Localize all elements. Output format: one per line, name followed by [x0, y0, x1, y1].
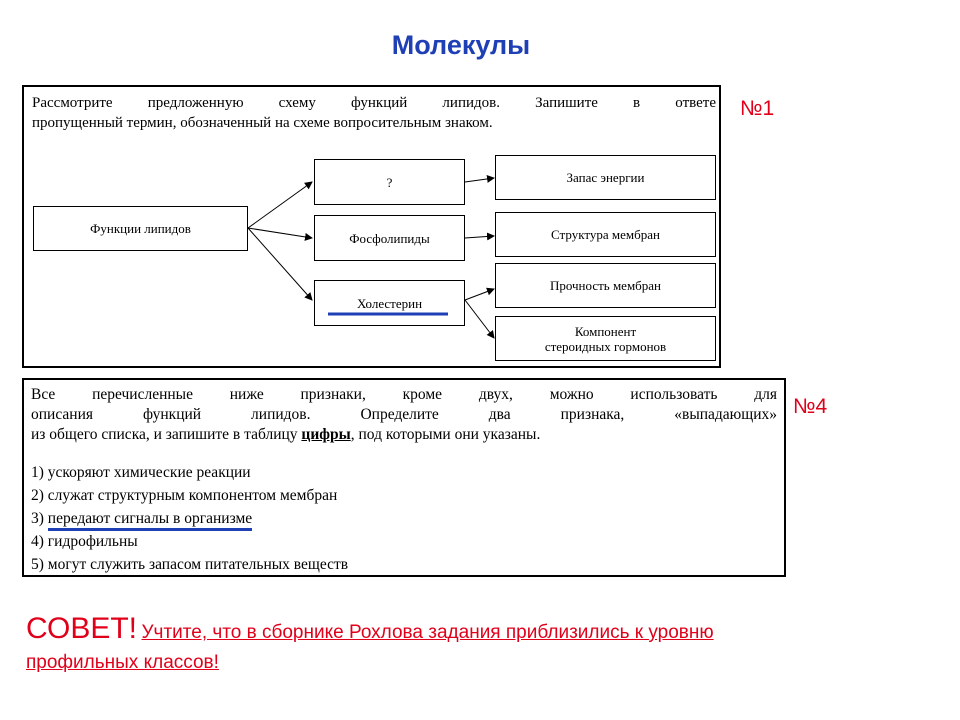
diagram-strength-box: Прочность мембран	[495, 263, 716, 308]
diagram-hormones-box: Компонент стероидных гормонов	[495, 316, 716, 361]
diagram-strength-label: Прочность мембран	[549, 278, 662, 293]
diagram-phospholipids-box: Фосфолипиды	[314, 215, 465, 261]
task4-question-digits: цифры	[301, 426, 351, 443]
diagram-connectors	[247, 174, 495, 339]
diagram-root-label: Функции липидов	[90, 221, 191, 236]
diagram-unknown-label: ?	[386, 174, 393, 190]
list-item: 4) гидрофильны	[31, 532, 138, 552]
option-number: 5)	[31, 556, 44, 573]
diagram-energy-label: Запас энергии	[566, 170, 645, 185]
list-item: 3) передают сигналы в организме	[31, 509, 253, 531]
diagram-structure-box: Структура мембран	[495, 212, 716, 257]
arrow-phospholipids-to-structure	[464, 232, 495, 241]
option-number: 1)	[31, 464, 44, 481]
arrow-root-to-cholesterol	[247, 227, 313, 301]
diagram-hormones-label-line2: стероидных гормонов	[544, 338, 667, 354]
diagram-cholesterol-label: Холестерин	[356, 295, 423, 311]
diagram-cholesterol-box: Холестерин	[314, 280, 465, 326]
list-item: 1) ускоряют химические реакции	[31, 463, 251, 483]
task1-question: Рассмотрите предложенную схему функций л…	[32, 93, 716, 133]
option-text: служат структурным компонентом мембран	[47, 487, 338, 504]
option-number: 4)	[31, 533, 44, 550]
option-number: 3)	[31, 510, 44, 527]
task4-frame	[22, 378, 786, 577]
diagram-phospholipids-label: Фосфолипиды	[349, 230, 430, 246]
task4-question-line3-post: , под которыми они указаны.	[350, 426, 541, 443]
task4-question-line3-pre: из общего списка, и запишите в таблицу	[31, 426, 298, 443]
advice-block: СОВЕТ! Учтите, что в сборнике Рохлова за…	[26, 612, 826, 678]
option-text: гидрофильны	[47, 533, 138, 550]
diagram-root-box: Функции липидов	[33, 206, 248, 251]
option-text: могут служить запасом питательных вещест…	[47, 556, 349, 573]
task1-frame	[22, 85, 721, 368]
diagram-energy-box: Запас энергии	[495, 155, 716, 200]
task4-question: Все перечисленные ниже признаки, кроме д…	[31, 385, 777, 445]
task1-number: №1	[740, 97, 775, 120]
advice-text: Учтите, что в сборнике Рохлова задания п…	[26, 622, 714, 673]
arrow-cholesterol-to-strength	[464, 287, 495, 301]
diagram-hormones-label-line1: Компонент	[574, 323, 637, 339]
task4-question-line2: описания функций липидов. Определите два…	[31, 406, 777, 423]
diagram-structure-label: Структура мембран	[551, 227, 660, 242]
option-number: 2)	[31, 487, 44, 504]
task4-number: №4	[793, 395, 828, 418]
arrow-root-to-unknown	[247, 181, 313, 229]
task1-question-line2: пропущенный термин, обозначенный на схем…	[32, 115, 493, 131]
list-item: 5) могут служить запасом питательных вещ…	[31, 555, 348, 575]
task4-question-line3: из общего списка, и запишите в таблицу ц…	[31, 425, 777, 445]
list-item: 2) служат структурным компонентом мембра…	[31, 486, 337, 506]
task1-question-line1: Рассмотрите предложенную схему функций л…	[32, 95, 716, 111]
slide-title: Молекулы	[391, 30, 531, 60]
diagram-unknown-box: ?	[314, 159, 465, 205]
option-text: ускоряют химические реакции	[47, 464, 251, 481]
task4-question-line1: Все перечисленные ниже признаки, кроме д…	[31, 386, 777, 403]
arrow-unknown-to-energy	[464, 174, 495, 183]
advice-lead: СОВЕТ!	[26, 612, 138, 645]
arrow-cholesterol-to-hormones	[464, 299, 495, 339]
arrow-root-to-phospholipids	[247, 227, 313, 241]
option-text-highlighted: передают сигналы в организме	[47, 510, 253, 531]
